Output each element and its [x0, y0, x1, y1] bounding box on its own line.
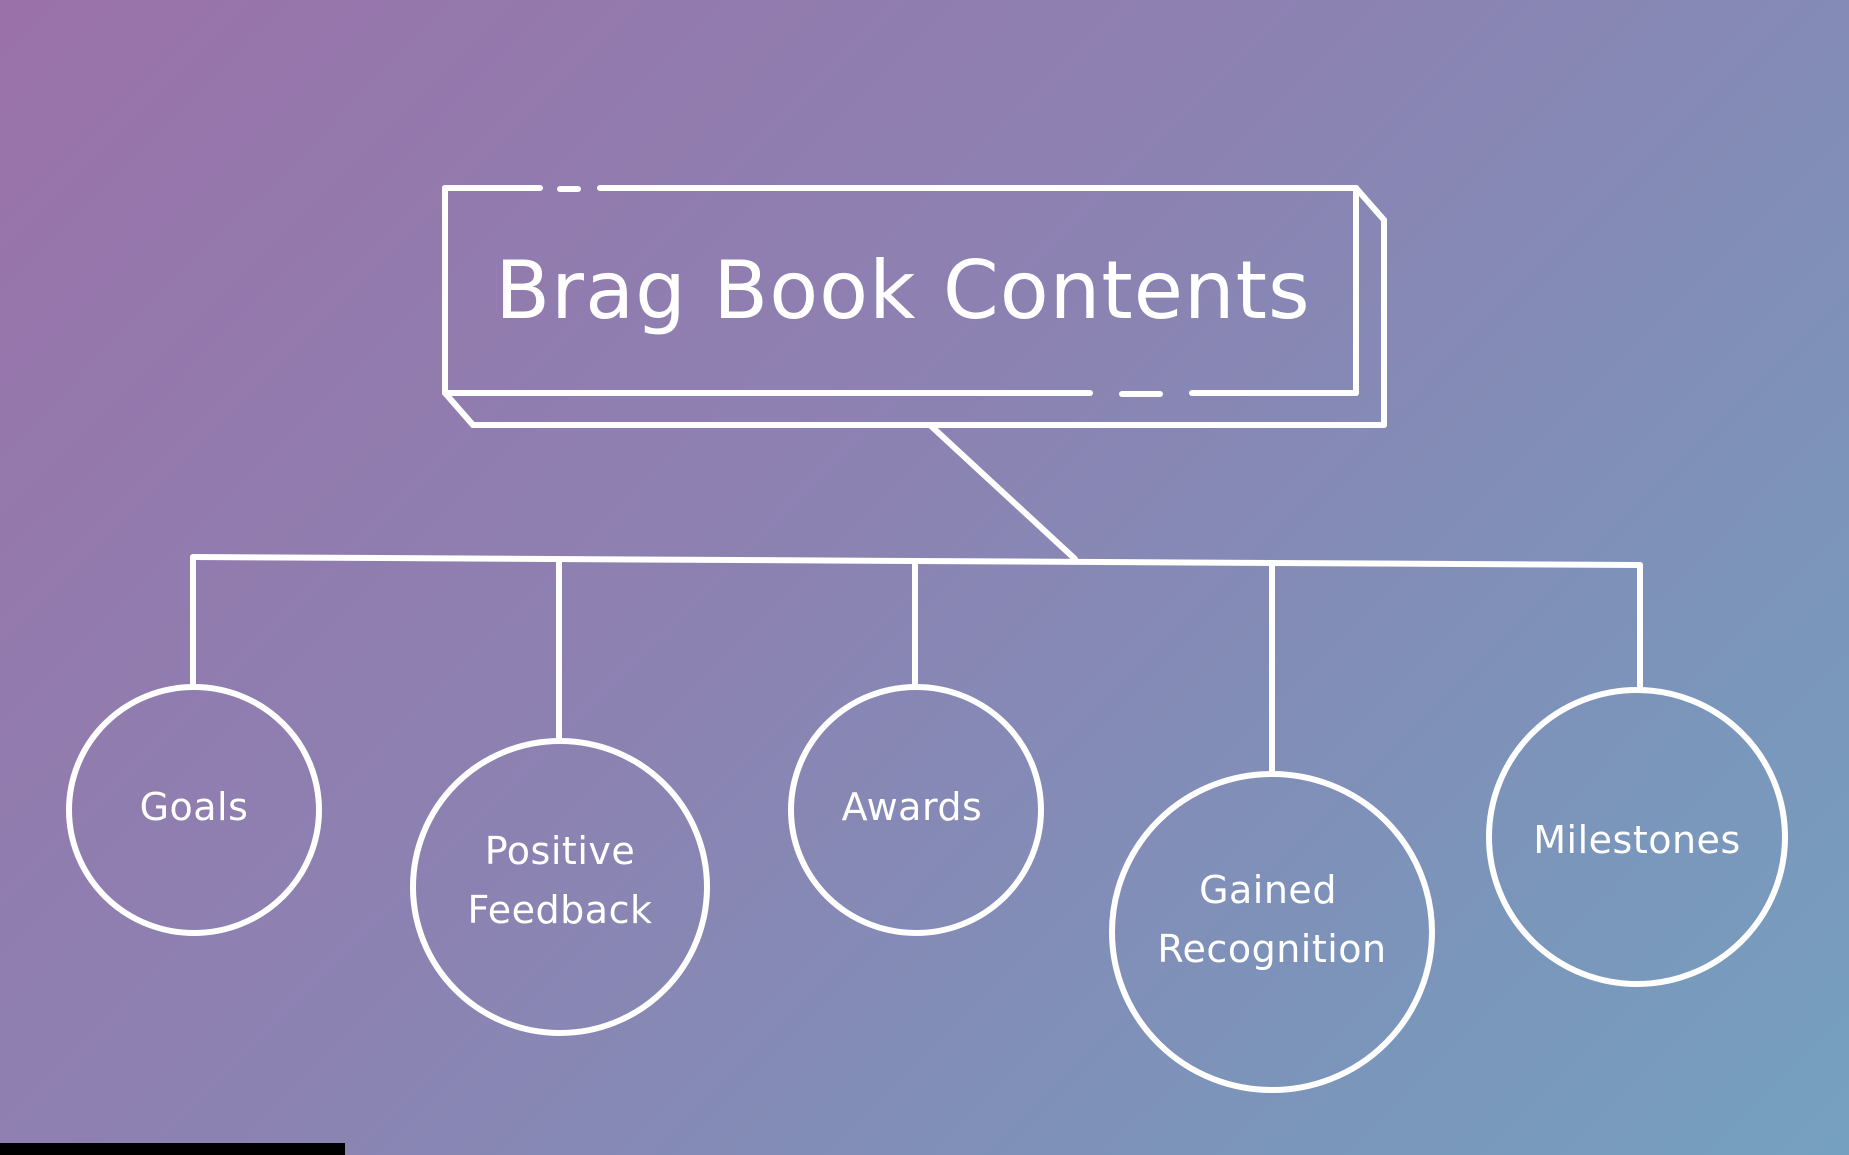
bottom-edge-bar — [0, 1143, 345, 1155]
node-gained-recognition: Gained Recognition — [1109, 771, 1435, 1093]
node-milestones: Milestones — [1486, 687, 1788, 987]
title-box-depth-left — [442, 390, 476, 428]
node-gained-recognition-circle — [1109, 771, 1435, 1093]
node-awards: Awards — [788, 684, 1044, 936]
node-positive-feedback-label-line1: Positive — [485, 829, 636, 873]
node-goals-label: Goals — [140, 785, 249, 829]
node-milestones-circle — [1486, 687, 1788, 987]
node-goals: Goals — [66, 684, 322, 936]
connectors — [190, 422, 1643, 776]
node-positive-feedback-label-line2: Feedback — [468, 888, 653, 932]
node-gained-recognition-label-line2: Recognition — [1157, 927, 1386, 971]
title-box-depth-top — [1353, 185, 1387, 223]
diagram-title: Brag Book Contents — [495, 244, 1310, 337]
node-gained-recognition-label-line1: Gained — [1199, 868, 1337, 912]
node-positive-feedback-circle — [410, 738, 710, 1036]
node-awards-circle — [788, 684, 1044, 936]
node-milestones-label: Milestones — [1533, 818, 1741, 862]
node-awards-label: Awards — [842, 785, 983, 829]
title-connector — [927, 422, 1078, 562]
node-positive-feedback: Positive Feedback — [410, 738, 710, 1036]
title-box: Brag Book Contents — [442, 185, 1387, 428]
node-goals-circle — [66, 684, 322, 936]
